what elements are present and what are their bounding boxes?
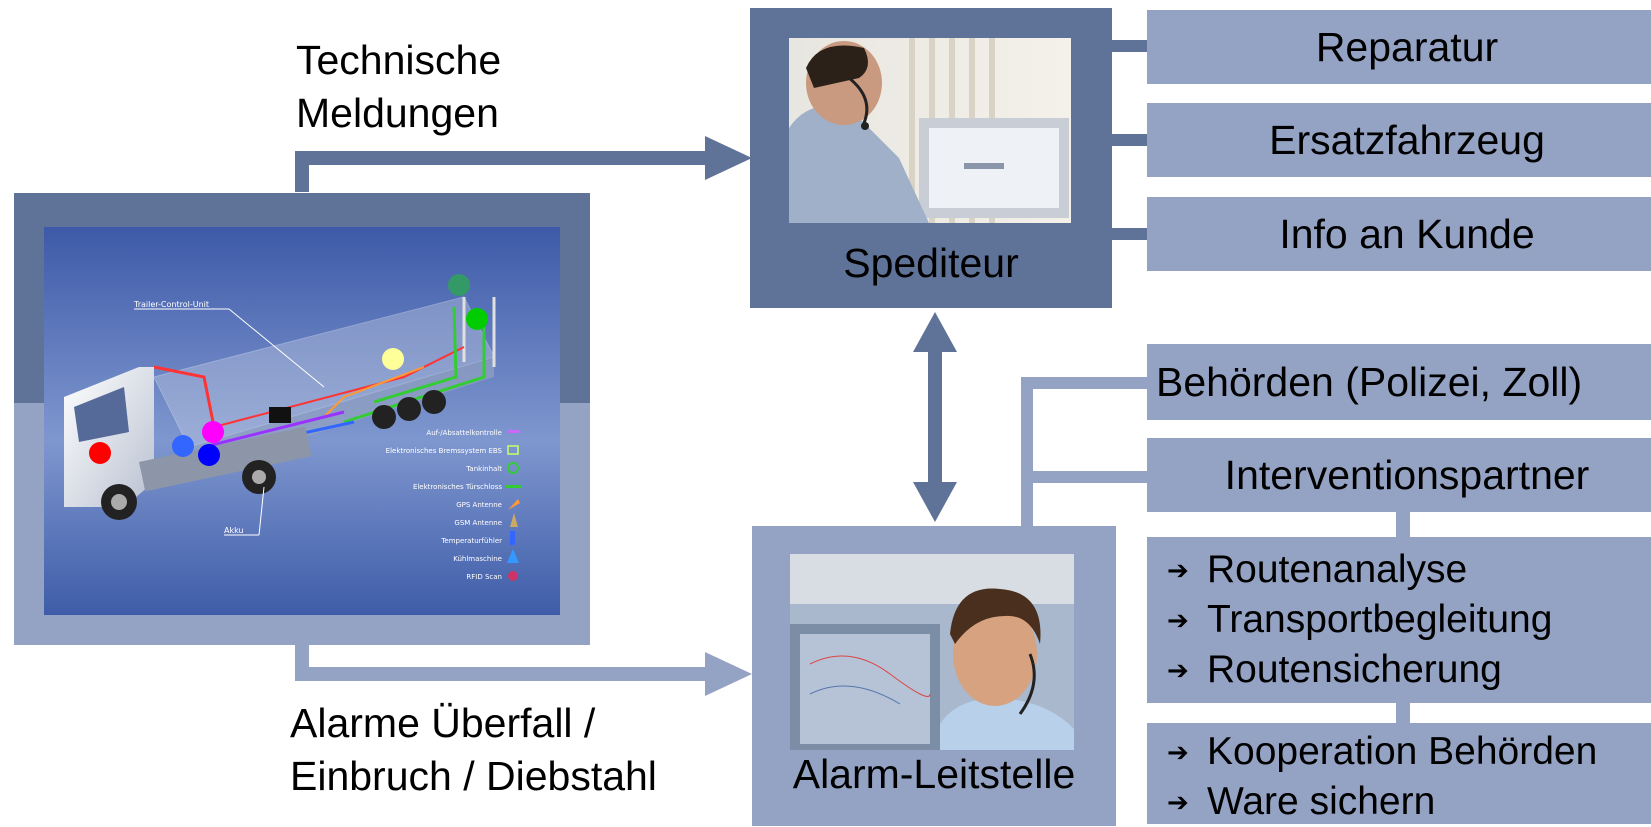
- arrow-right-icon: ➔: [1167, 786, 1189, 817]
- bidirectional-arrowhead-down: [913, 482, 957, 522]
- sensor-dot-yellow: [382, 348, 404, 370]
- truck-frame: Trailer-Control-Unit Akku Auf-/Absattelk…: [14, 193, 590, 645]
- authority-task-list: ➔ Kooperation Behörden ➔ Ware sichern: [1147, 723, 1651, 824]
- sensor-dot-blue-light: [172, 435, 194, 457]
- alarm-center-photo: [790, 554, 1074, 750]
- sensor-dot-red: [89, 442, 111, 464]
- sensor-dot-magenta: [202, 421, 224, 443]
- arrow-right-icon: ➔: [1167, 654, 1189, 685]
- arrow-right-icon: ➔: [1167, 736, 1189, 767]
- legend-item: Temperaturfühler: [440, 537, 502, 545]
- task-label: Ware sichern: [1207, 780, 1436, 823]
- bidirectional-arrowhead-up: [913, 312, 957, 352]
- technical-messages-label: Technische Meldungen: [296, 34, 501, 141]
- partner-authorities: Behörden (Polizei, Zoll): [1147, 344, 1651, 420]
- legend-icons: [506, 430, 522, 581]
- dispatcher-illustration: [789, 38, 1071, 223]
- arrow-right-icon: ➔: [1167, 554, 1189, 585]
- sensor-dot-blue: [198, 444, 220, 466]
- sensor-dot-green: [466, 308, 488, 330]
- technical-messages-arrow: [295, 151, 705, 192]
- list-item: ➔ Kooperation Behörden: [1147, 727, 1651, 777]
- technical-messages-arrowhead: [705, 136, 752, 180]
- legend-item: Tankinhalt: [465, 465, 502, 473]
- action-info-an-kunde: Info an Kunde: [1147, 197, 1651, 271]
- alarms-line-1: Alarme Überfall /: [290, 700, 596, 746]
- technical-messages-line-1: Technische: [296, 37, 502, 83]
- truck-illustration: Trailer-Control-Unit Akku Auf-/Absattelk…: [44, 227, 560, 615]
- callout-trailer-control-unit: Trailer-Control-Unit: [133, 300, 209, 309]
- list-item: ➔ Transportbegleitung: [1147, 595, 1651, 645]
- spediteur-node: Spediteur: [750, 8, 1112, 308]
- sensor-dot-green-dark: [448, 274, 470, 296]
- list-item: ➔ Routensicherung: [1147, 645, 1651, 695]
- legend-item: GPS Antenne: [456, 501, 502, 509]
- arrow-right-icon: ➔: [1167, 604, 1189, 635]
- legend-item: GSM Antenne: [454, 519, 502, 527]
- task-label: Transportbegleitung: [1207, 598, 1553, 641]
- legend-item: Elektronisches Bremssystem EBS: [386, 447, 503, 455]
- legend-item: Kühlmaschine: [453, 555, 502, 563]
- spediteur-photo: [789, 38, 1071, 223]
- legend-item: RFID Scan: [466, 573, 502, 581]
- alarm-center-node: Alarm-Leitstelle: [752, 526, 1116, 826]
- intervention-task-list: ➔ Routenanalyse ➔ Transportbegleitung ➔ Rou…: [1147, 537, 1651, 703]
- alarm-partner-connector: [1021, 377, 1150, 527]
- alarm-arrow: [295, 640, 705, 681]
- alarms-label: Alarme Überfall / Einbruch / Diebstahl: [290, 697, 657, 804]
- spediteur-label: Spediteur: [843, 240, 1019, 286]
- task-label: Kooperation Behörden: [1207, 730, 1598, 773]
- list-item: ➔ Routenanalyse: [1147, 545, 1651, 595]
- truck-diagram-image: Trailer-Control-Unit Akku Auf-/Absattelk…: [44, 227, 560, 615]
- action-ersatzfahrzeug: Ersatzfahrzeug: [1147, 103, 1651, 177]
- technical-messages-line-2: Meldungen: [296, 90, 499, 137]
- task-label: Routensicherung: [1207, 648, 1502, 691]
- alarms-line-2: Einbruch / Diebstahl: [290, 753, 657, 800]
- action-reparatur: Reparatur: [1147, 10, 1651, 84]
- operator-illustration: [790, 554, 1074, 750]
- partner-intervention: Interventionspartner: [1147, 438, 1651, 512]
- alarm-center-label: Alarm-Leitstelle: [792, 751, 1076, 797]
- legend-item: Auf-/Absattelkontrolle: [426, 429, 502, 437]
- alarm-arrowhead: [705, 652, 752, 696]
- legend-item: Elektronisches Türschloss: [413, 483, 502, 491]
- list-item: ➔ Ware sichern: [1147, 777, 1651, 827]
- task-label: Routenanalyse: [1207, 548, 1468, 591]
- callout-akku: Akku: [224, 526, 244, 535]
